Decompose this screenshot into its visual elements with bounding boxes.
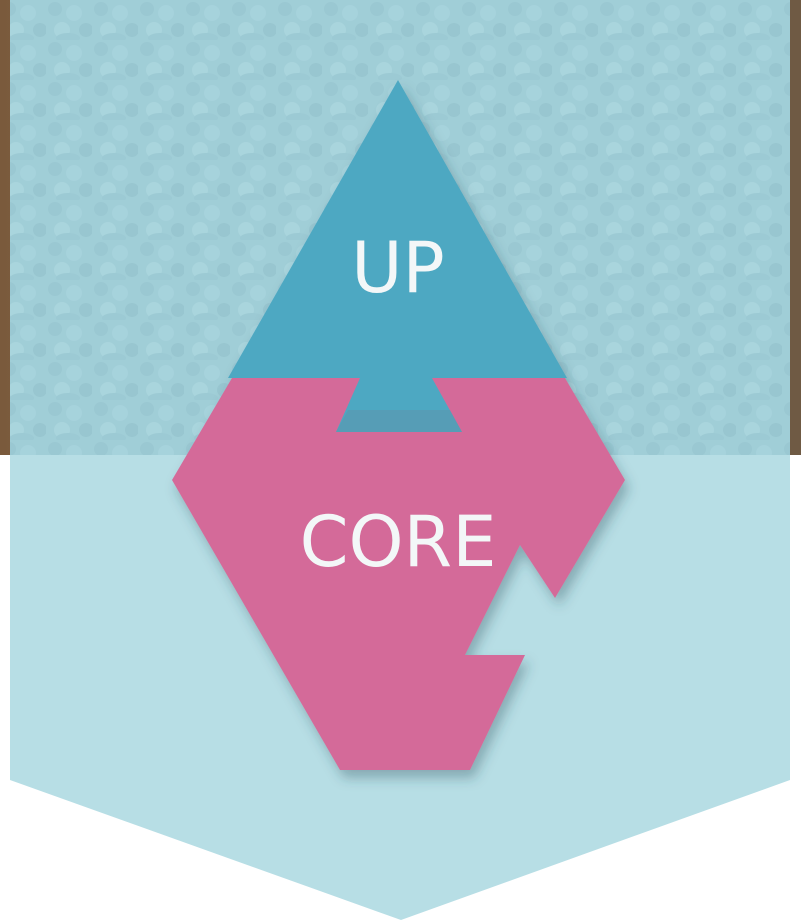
up-core-logo (172, 80, 625, 770)
core-piece (172, 378, 625, 770)
crowd-photo-edge-right (790, 0, 801, 455)
up-piece (228, 80, 567, 378)
core-label: CORE (300, 501, 497, 583)
up-label: UP (351, 227, 444, 309)
interlock-overlap (336, 410, 462, 432)
